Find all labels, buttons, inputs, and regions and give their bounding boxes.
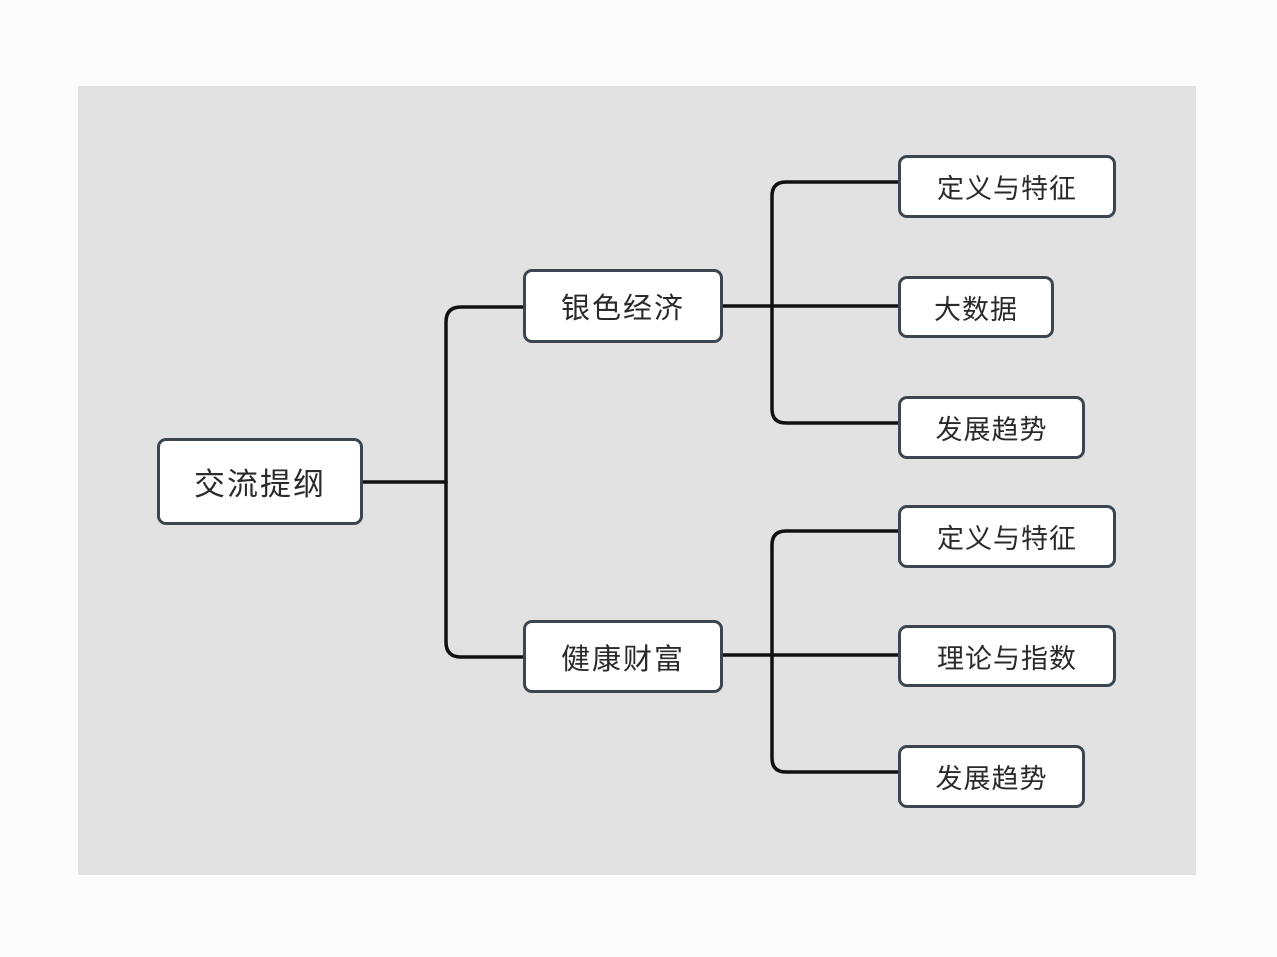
leaf-node-trend[interactable]: 发展趋势 <box>898 396 1085 459</box>
leaf-node-big-data[interactable]: 大数据 <box>898 276 1054 338</box>
leaf-node-label: 定义与特征 <box>937 524 1077 555</box>
connector-root-branch-1 <box>444 305 527 484</box>
leaf-node-label: 大数据 <box>934 294 1018 326</box>
leaf-node-theory-index[interactable]: 理论与指数 <box>898 625 1116 687</box>
connector-branch-2-top <box>770 529 902 657</box>
branch-node-silver-economy[interactable]: 银色经济 <box>523 269 723 343</box>
root-node[interactable]: 交流提纲 <box>157 438 363 525</box>
leaf-node-trend[interactable]: 发展趋势 <box>898 745 1085 808</box>
connector-root-branch-2 <box>444 480 527 659</box>
branch-node-label: 银色经济 <box>560 291 685 325</box>
root-node-label: 交流提纲 <box>194 467 326 503</box>
leaf-node-label: 发展趋势 <box>935 764 1048 795</box>
branch-node-label: 健康财富 <box>560 641 685 676</box>
leaf-node-label: 发展趋势 <box>935 415 1048 446</box>
leaf-node-label: 理论与指数 <box>937 643 1077 675</box>
leaf-node-label: 定义与特征 <box>937 174 1077 205</box>
connector-branch-1-top <box>770 180 902 308</box>
connector-branch-2-bottom <box>770 653 902 774</box>
leaf-node-definition[interactable]: 定义与特征 <box>898 155 1116 218</box>
branch-node-health-wealth[interactable]: 健康财富 <box>523 620 723 693</box>
leaf-node-definition[interactable]: 定义与特征 <box>898 505 1116 568</box>
connector-branch-1-bottom <box>770 304 902 425</box>
